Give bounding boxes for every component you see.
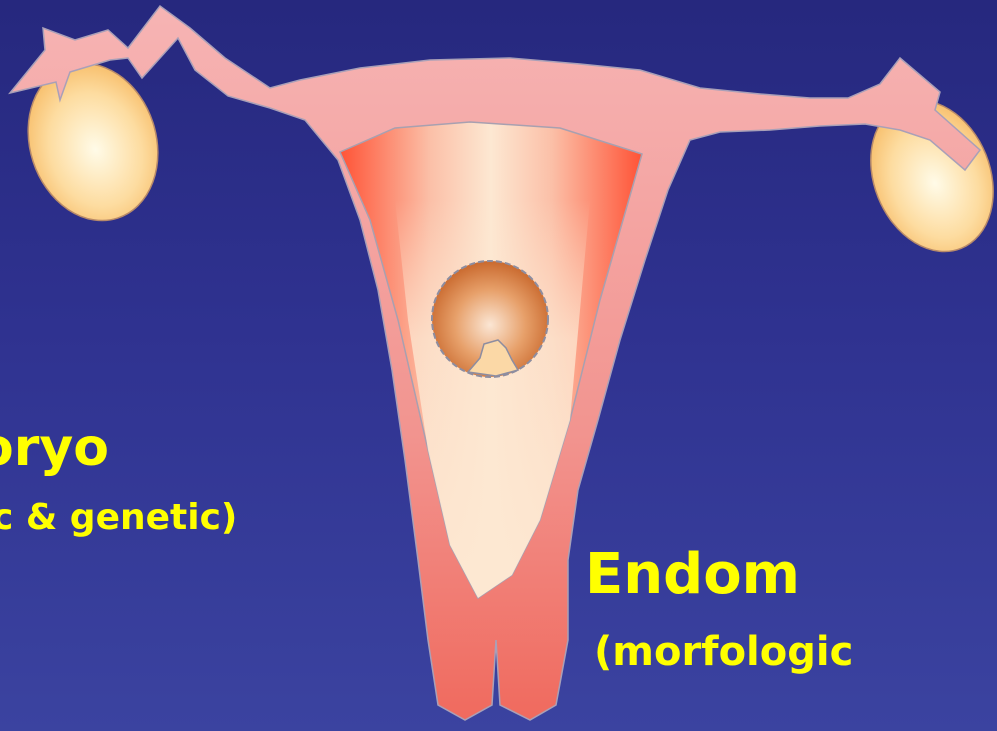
endometrium-sublabel: (morfologic [594, 629, 853, 675]
embryo-label: oryo [0, 418, 109, 478]
embryo-sublabel: c & genetic) [0, 497, 237, 538]
endometrium-label: Endom [585, 542, 800, 607]
